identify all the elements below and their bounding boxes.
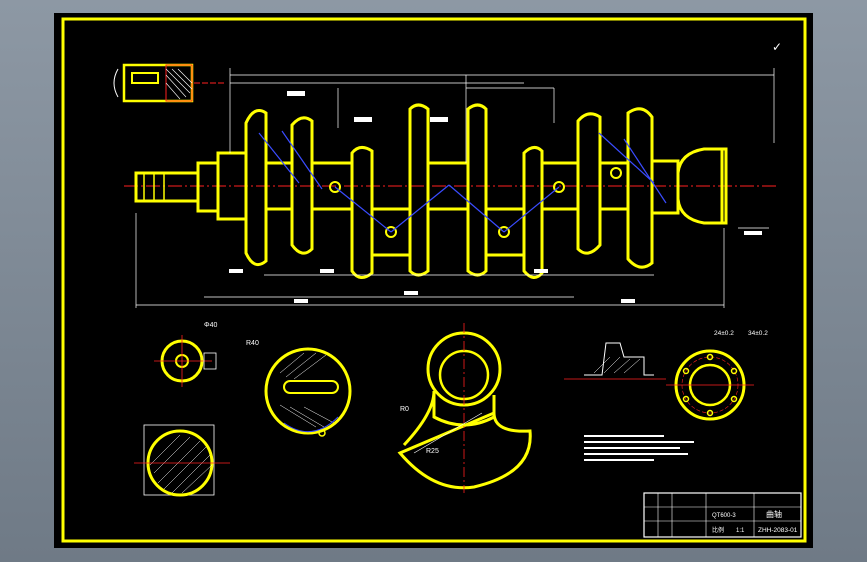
section-a: Φ40 <box>154 322 217 387</box>
title-scale-label: 比例 <box>712 526 724 534</box>
title-scale: 1:1 <box>736 528 745 534</box>
section-d: R0 R25 <box>397 323 532 493</box>
surface-finish-mark: ✓ <box>772 40 782 54</box>
oil-passages <box>258 130 667 233</box>
title-drawing-no: ZHH-2083-01 <box>758 527 798 534</box>
dim-24: 24±0.2 <box>714 330 734 337</box>
dim-phi40: Φ40 <box>204 322 217 329</box>
dimension-text-boxes <box>229 91 762 303</box>
section-c: R40 <box>246 340 352 437</box>
crankshaft-drawing: Φ40 R40 <box>61 17 807 543</box>
drawing-sheet[interactable]: Φ40 R40 <box>54 13 813 548</box>
drawing-border <box>61 17 807 543</box>
title-part-name: 曲轴 <box>766 509 782 519</box>
flange-end-view: 24±0.2 34±0.2 <box>666 330 768 421</box>
crankshaft-main-view <box>134 103 728 279</box>
oil-holes <box>329 167 622 238</box>
title-material: QT600-3 <box>712 513 736 519</box>
keyway-detail <box>113 63 224 103</box>
section-b <box>134 424 230 497</box>
title-block <box>643 492 802 538</box>
dim-r25: R25 <box>426 448 439 455</box>
technical-notes <box>584 435 694 461</box>
main-view-dimensions <box>135 68 775 308</box>
dim-r0: R0 <box>400 406 409 413</box>
profile-detail <box>564 342 666 380</box>
dim-r40: R40 <box>246 340 259 347</box>
dim-34: 34±0.2 <box>748 330 768 337</box>
